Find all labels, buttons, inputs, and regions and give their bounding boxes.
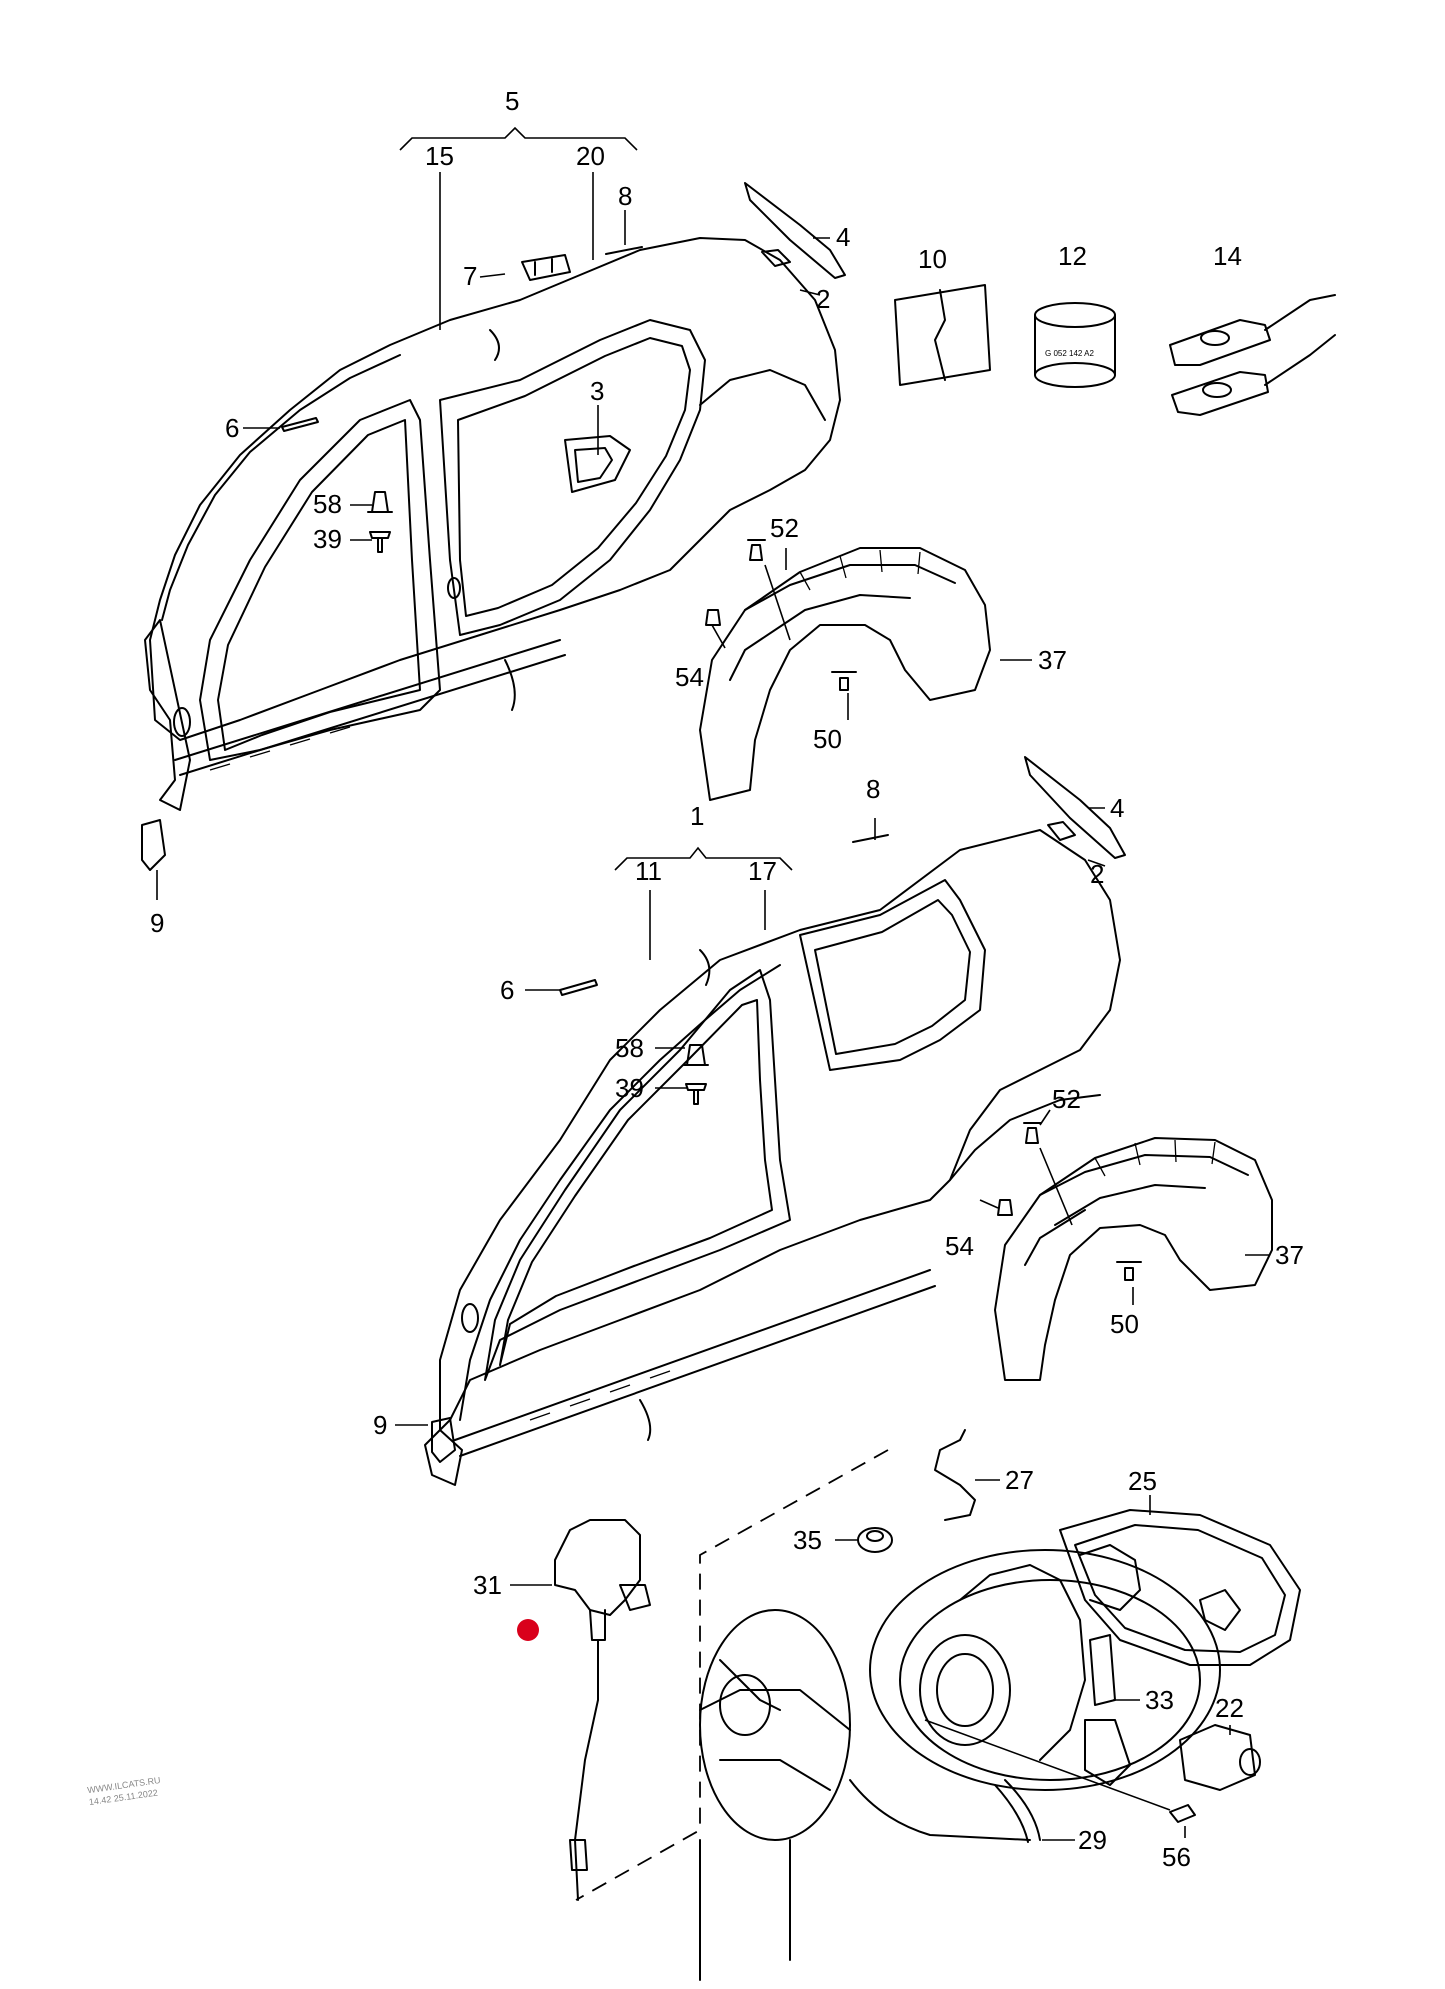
callout-labels: 5 15 20 8 4 7 2 10 12 14 6 3 58 39 52 37… — [150, 86, 1304, 1872]
callout-8: 8 — [618, 181, 632, 211]
callout-50: 50 — [813, 724, 842, 754]
callout-27: 27 — [1005, 1465, 1034, 1495]
red-dot-marker — [517, 1619, 539, 1641]
callout-56: 56 — [1162, 1842, 1191, 1872]
wheel-liner-upper — [699, 539, 991, 801]
callout-31: 31 — [473, 1570, 502, 1600]
callout-39: 39 — [313, 524, 342, 554]
callout-22: 22 — [1215, 1693, 1244, 1723]
callout-17: 17 — [748, 856, 777, 886]
callout-37: 37 — [1038, 645, 1067, 675]
callout-9: 9 — [373, 1410, 387, 1440]
sticker-label: G 052 142 A2 — [1045, 349, 1094, 358]
callout-7: 7 — [463, 261, 477, 291]
callout-52: 52 — [770, 513, 799, 543]
leader-lines — [156, 126, 1270, 1841]
callout-11: 11 — [635, 856, 662, 886]
callout-15: 15 — [425, 141, 454, 171]
upper-small-parts: G 052 142 A2 — [744, 182, 1336, 416]
callout-5: 5 — [505, 86, 519, 116]
callout-54: 54 — [945, 1231, 974, 1261]
callout-2: 2 — [816, 284, 830, 314]
callout-58: 58 — [615, 1033, 644, 1063]
callout-35: 35 — [793, 1525, 822, 1555]
callout-4: 4 — [1110, 793, 1124, 823]
side-panel-3door — [424, 829, 1121, 1486]
callout-8: 8 — [866, 774, 880, 804]
callout-6: 6 — [500, 975, 514, 1005]
callout-10: 10 — [918, 244, 947, 274]
wheel-liner-middle — [994, 1122, 1273, 1381]
side-panel-5door — [141, 237, 841, 871]
callout-20: 20 — [576, 141, 605, 171]
fuel-filler-assembly — [554, 1429, 1301, 1981]
callout-1: 1 — [690, 801, 704, 831]
callout-52: 52 — [1052, 1084, 1081, 1114]
callout-4: 4 — [836, 222, 850, 252]
callout-39: 39 — [615, 1073, 644, 1103]
callout-58: 58 — [313, 489, 342, 519]
callout-50: 50 — [1110, 1309, 1139, 1339]
callout-14: 14 — [1213, 241, 1242, 271]
callout-25: 25 — [1128, 1466, 1157, 1496]
callout-54: 54 — [675, 662, 704, 692]
watermark: WWW.ILCATS.RU 14.42 25.11.2022 — [87, 1775, 162, 1807]
callout-12: 12 — [1058, 241, 1087, 271]
callout-37: 37 — [1275, 1240, 1304, 1270]
middle-small-parts — [1024, 756, 1126, 859]
callout-3: 3 — [590, 376, 604, 406]
callout-6: 6 — [225, 413, 239, 443]
callout-9: 9 — [150, 908, 164, 938]
callout-29: 29 — [1078, 1825, 1107, 1855]
callout-33: 33 — [1145, 1685, 1174, 1715]
callout-2: 2 — [1090, 859, 1104, 889]
